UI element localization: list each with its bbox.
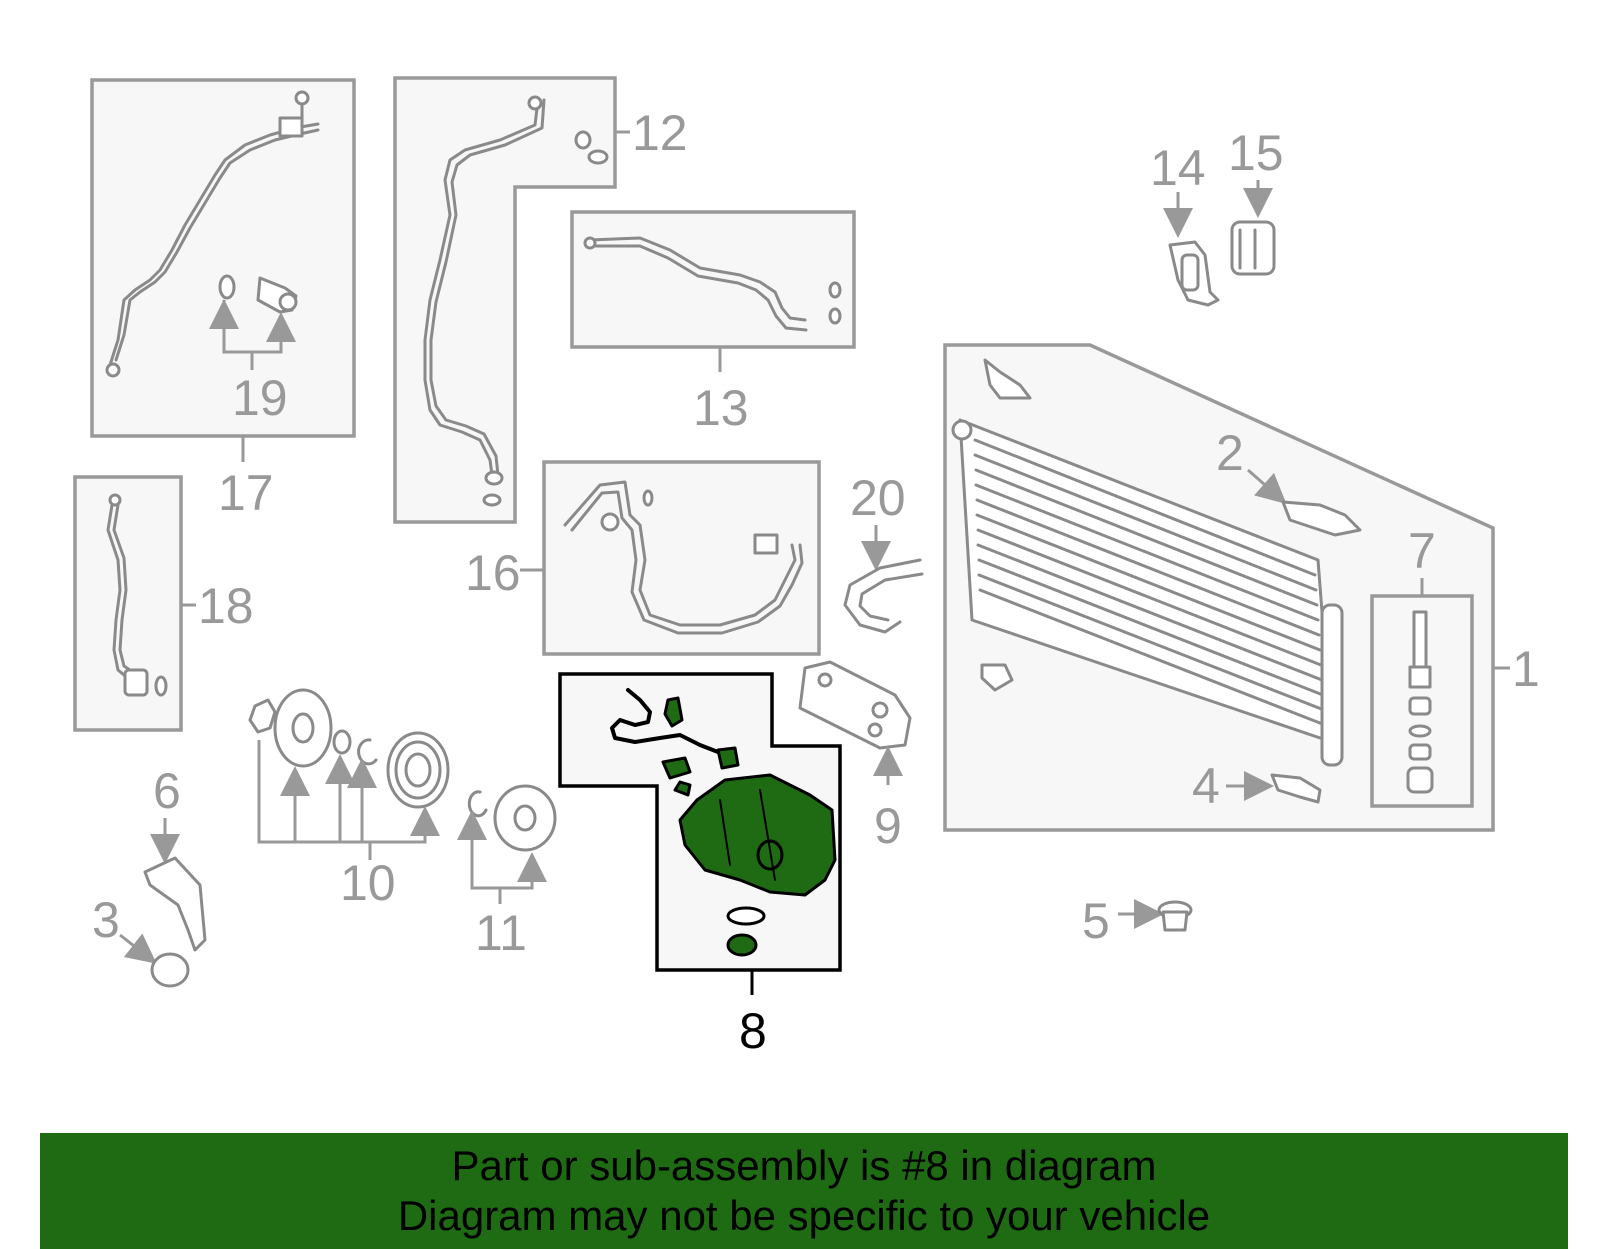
callout-2: 2	[1216, 425, 1244, 481]
callout-15: 15	[1228, 125, 1284, 181]
part-12-box[interactable]	[393, 76, 617, 524]
callout-5: 5	[1082, 893, 1110, 949]
part-19-switch[interactable]	[209, 274, 298, 370]
callout-16: 16	[465, 545, 521, 601]
part-15-grommet[interactable]	[1230, 220, 1276, 276]
callout-1: 1	[1512, 641, 1540, 697]
callout-12: 12	[632, 105, 688, 161]
callout-8: 8	[739, 1003, 767, 1059]
part-4-bracket[interactable]	[1270, 773, 1322, 804]
part-6-bracket[interactable]	[143, 856, 207, 952]
part-16-box[interactable]	[542, 460, 821, 656]
part-9-bracket[interactable]	[798, 660, 912, 750]
part-13-box[interactable]	[570, 210, 856, 349]
part-3-nut[interactable]	[150, 952, 190, 988]
part-8-compressor-box[interactable]	[558, 672, 842, 972]
callout-6: 6	[153, 763, 181, 819]
callout-10: 10	[340, 855, 396, 911]
callout-20: 20	[850, 470, 906, 526]
callout-17: 17	[218, 465, 274, 521]
callout-13: 13	[693, 380, 749, 436]
callout-14: 14	[1150, 140, 1206, 196]
part-14-seal[interactable]	[1168, 240, 1220, 307]
callout-11: 11	[475, 905, 527, 961]
part-18-box[interactable]	[73, 475, 183, 732]
info-banner: Part or sub-assembly is #8 in diagram Di…	[40, 1133, 1568, 1249]
part-17-box[interactable]	[90, 78, 356, 438]
part-20-hose-clamp[interactable]	[843, 558, 924, 634]
callout-4: 4	[1192, 758, 1220, 814]
banner-line-2: Diagram may not be specific to your vehi…	[397, 1192, 1211, 1239]
part-5-bushing[interactable]	[1157, 900, 1193, 932]
part-10-clutch-set[interactable]	[248, 688, 450, 860]
callout-19: 19	[232, 370, 288, 426]
callout-18: 18	[198, 578, 254, 634]
part-11-hub-set[interactable]	[457, 784, 557, 904]
callout-7: 7	[1408, 523, 1436, 579]
part-1-condenser-box[interactable]	[943, 343, 1495, 832]
part-2-bracket[interactable]	[1281, 500, 1362, 537]
part-7-dryer-box[interactable]	[1370, 594, 1474, 808]
callout-9: 9	[874, 798, 902, 854]
banner-line-1: Part or sub-assembly is #8 in diagram	[451, 1142, 1157, 1189]
callout-3: 3	[92, 892, 120, 948]
